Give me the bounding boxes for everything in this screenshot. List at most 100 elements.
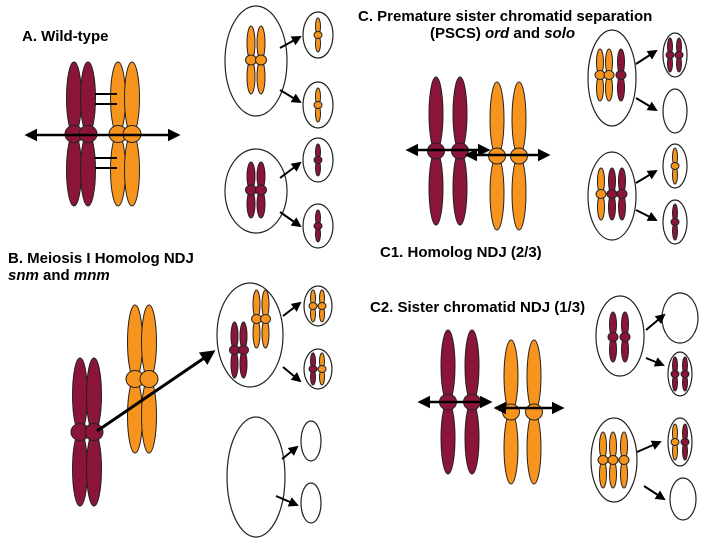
centromere (317, 302, 327, 310)
arrow (282, 301, 302, 317)
paternal-chromatid (502, 339, 520, 485)
centromere (670, 438, 680, 446)
arrow (635, 169, 658, 184)
centromere (260, 314, 271, 324)
gamete-chromatid (670, 356, 680, 392)
sister-chromatid (616, 167, 628, 221)
chromatid-arm (86, 431, 102, 507)
arrow (279, 161, 302, 179)
sister-chromatid (125, 304, 145, 454)
sister-chromatid (245, 161, 257, 219)
centromere (313, 101, 323, 109)
centromere (595, 189, 607, 199)
sister-chromatid (607, 311, 619, 363)
gamete-chromatid (317, 289, 327, 323)
sister-chromatid (260, 289, 271, 349)
chromatid-arm (511, 155, 527, 231)
arrow (279, 89, 302, 104)
centromere (670, 162, 680, 170)
gamete-chromatid (317, 352, 327, 386)
sister-chromatid (597, 431, 609, 489)
arrow (635, 209, 658, 221)
chromatid-arm (452, 76, 468, 152)
gamete-chromatid (308, 352, 318, 386)
centromere (313, 31, 323, 39)
arrow (645, 313, 666, 331)
sister-chromatid (251, 289, 262, 349)
centromere (680, 438, 690, 446)
panel-c2-title: C2. Sister chromatid NDJ (1/3) (370, 299, 586, 316)
sister-chromatid (595, 167, 607, 221)
empty-gamete-cell (661, 292, 699, 344)
centromere (606, 189, 618, 199)
chromatid-arm (503, 339, 519, 413)
maternal-homolog (64, 61, 98, 207)
centromere (616, 189, 628, 199)
centromere (603, 70, 615, 80)
chromatid-arm (464, 329, 480, 403)
gamete-chromatid (308, 289, 318, 323)
gamete-chromatid (680, 356, 690, 392)
centromere (313, 156, 323, 164)
chromatid-arm (141, 378, 157, 454)
chromatid-arm (127, 304, 143, 380)
centromere (525, 403, 543, 421)
gamete-chromatid (313, 209, 323, 243)
centromere (619, 332, 631, 342)
centromere (607, 332, 619, 342)
paternal-homolog (125, 304, 159, 454)
arrow (643, 485, 666, 501)
empty-meiosis-i-cell (226, 416, 286, 538)
chromatid-arm (428, 150, 444, 226)
sister-chromatid (615, 48, 627, 102)
centromere (139, 370, 159, 388)
gamete-chromatid (670, 147, 680, 185)
chromatid-arm (489, 81, 505, 157)
sister-chromatid (606, 167, 618, 221)
arrow (635, 49, 658, 65)
sister-chromatid (245, 25, 257, 95)
panel-a-title: A. Wild-type (22, 28, 109, 45)
centromere (674, 51, 684, 59)
panel-c-title: C. Premature sister chromatid separation… (358, 8, 653, 43)
paternal-chromatid (525, 339, 543, 485)
sister-chromatid (618, 431, 630, 489)
arrow (636, 440, 662, 453)
paternal-homolog (251, 289, 271, 349)
centromere (255, 184, 267, 196)
chromatid-arm (127, 378, 143, 454)
sister-chromatid (603, 48, 615, 102)
paternal-chromatid (488, 81, 506, 231)
maternal-homolog (70, 357, 104, 507)
chromatid-arm (489, 155, 505, 231)
chromatid-arm (452, 150, 468, 226)
centromere (255, 54, 267, 66)
chromatid-arm (503, 411, 519, 485)
arrow (645, 357, 665, 367)
sister-chromatid (238, 321, 249, 379)
centromere (597, 455, 609, 465)
gamete-chromatid (665, 37, 675, 73)
empty-gamete-cell (300, 482, 322, 524)
centromere (84, 423, 104, 441)
spindle-arrow (96, 350, 216, 433)
gamete-chromatid (313, 17, 323, 53)
panel-c1-homolog-ndj (417, 329, 565, 485)
gamete-chromatid (670, 203, 680, 241)
gamete-chromatid (313, 143, 323, 177)
chromatid-arm (440, 401, 456, 475)
panel-c1-title: C1. Homolog NDJ (2/3) (380, 244, 542, 261)
centromere (245, 184, 257, 196)
arrow (281, 445, 299, 460)
arrow (275, 495, 299, 507)
centromere (245, 54, 257, 66)
chromatid-arm (86, 357, 102, 433)
chromatid-arm (110, 133, 126, 207)
panel-b-homolog-ndj (70, 282, 333, 538)
arrow (279, 36, 302, 49)
chromatid-arm (72, 357, 88, 433)
gamete-chromatid (313, 87, 323, 123)
chromatid-arm (110, 61, 126, 135)
